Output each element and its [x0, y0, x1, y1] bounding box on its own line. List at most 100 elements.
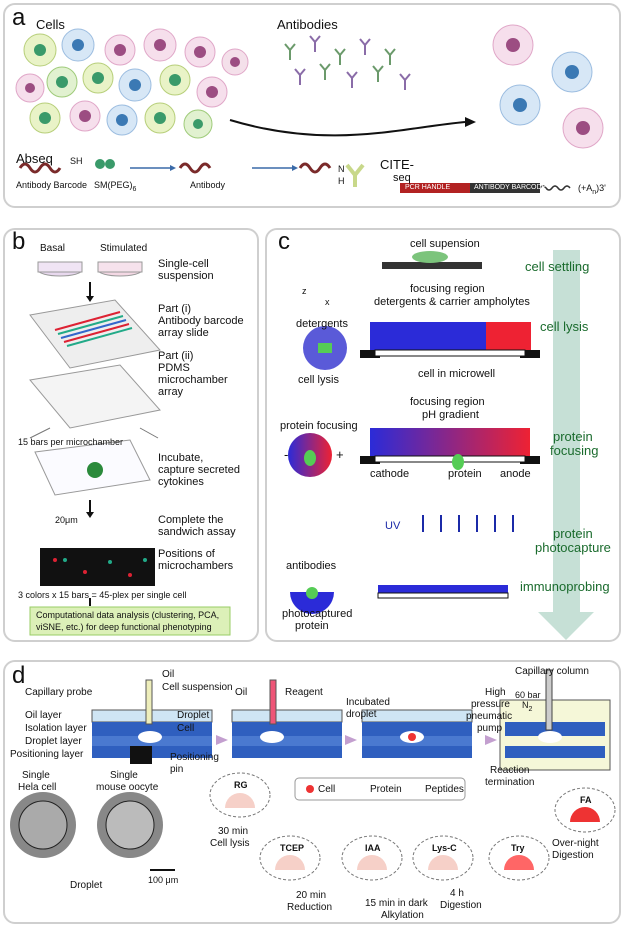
cell-in-microwell: cell in microwell — [418, 368, 496, 380]
incubated-2: droplet — [346, 709, 377, 720]
positions-1: Positions of — [158, 548, 215, 560]
cell-label-1: Cell — [177, 723, 195, 734]
photocaptured-1: photocaptured — [282, 608, 353, 620]
analysis-1: Computational data analysis (clustering,… — [36, 610, 220, 620]
part1-b: Antibody barcode — [158, 315, 244, 327]
reagent-try: Try — [511, 843, 525, 853]
lysis-time: 30 min — [218, 826, 249, 837]
single-2: Single — [110, 770, 138, 781]
reagent-lysc: Lys-C — [432, 843, 457, 853]
uv-label: UV — [385, 520, 401, 532]
basal-label: Basal — [40, 243, 66, 254]
legend-cell: Cell — [318, 784, 336, 795]
cell-cluster — [15, 28, 249, 139]
stimulated-label: Stimulated — [100, 243, 148, 254]
sandwich-1: Complete the — [158, 514, 224, 526]
polya-tail: (+An)3' — [578, 183, 606, 196]
stage-photocapture-2: photocapture — [535, 540, 611, 555]
single-1: Single — [22, 770, 50, 781]
barcode-caption: Antibody Barcode — [16, 180, 88, 190]
protein-focusing-small: protein focusing — [280, 420, 358, 432]
detergents-ampholytes: detergents & carrier ampholytes — [374, 296, 530, 308]
reaction-2: termination — [485, 777, 535, 788]
high-2: pressure — [471, 699, 510, 710]
abseq-title: Abseq — [16, 151, 53, 166]
positioning-pin-2: pin — [170, 764, 184, 775]
part2-c: microchamber — [158, 374, 228, 386]
minus-sign: - — [284, 447, 289, 462]
high-4: pump — [477, 723, 503, 734]
antibody-barcode-seq: ANTIBODY BARCODE — [474, 184, 547, 191]
capillary-column: Capillary column — [515, 666, 589, 677]
positioning-pin-1: Positioning — [170, 752, 219, 763]
incubate-2: capture secreted — [158, 464, 240, 476]
bars-note: 15 bars per microchamber — [18, 437, 124, 447]
sandwich-2: sandwich assay — [158, 526, 236, 538]
focusing-chip — [360, 428, 540, 470]
barcode-stripes — [54, 311, 133, 347]
alkylation-time: 15 min in dark — [365, 898, 428, 909]
antibodies-label: antibodies — [286, 560, 337, 572]
plus-sign: + — [336, 447, 344, 462]
digestion-label: Digestion — [440, 900, 482, 911]
uv-arrows — [422, 515, 514, 532]
droplet-domes — [225, 793, 600, 870]
focusing-region-2: focusing region — [410, 396, 485, 408]
chip-1 — [91, 679, 213, 764]
overnight-time: Over-night — [552, 838, 599, 849]
axis-x: x — [325, 297, 330, 307]
anode-label: anode — [500, 468, 531, 480]
cell-lysis-chip — [360, 322, 540, 358]
stage-photocapture-1: protein — [553, 526, 593, 541]
part2-a: Part (ii) — [158, 350, 194, 362]
cell-lysis-small: cell lysis — [298, 374, 339, 386]
part2-b: PDMS — [158, 362, 190, 374]
panel-b-label: b — [12, 228, 26, 255]
reagent-iaa: IAA — [365, 843, 381, 853]
flow-arrow — [229, 119, 466, 137]
reagent-fa: FA — [580, 795, 592, 805]
array-dots — [53, 558, 147, 577]
cathode-label: cathode — [370, 468, 410, 480]
detergents-small: detergents — [296, 318, 348, 330]
part2-d: array — [158, 386, 184, 398]
protein-label: protein — [448, 468, 482, 480]
droplet-label-2: Droplet — [70, 880, 103, 891]
stage-protein-focusing-2: focusing — [550, 443, 599, 458]
reagent-tcep: TCEP — [280, 843, 305, 853]
hela-cell: Hela cell — [18, 782, 57, 793]
part1-c: array slide — [158, 327, 209, 339]
droplet-label-1: Droplet — [177, 710, 210, 721]
positioning-layer: Positioning layer — [10, 749, 84, 760]
oil-layer: Oil layer — [25, 710, 62, 721]
barcode-helix — [18, 162, 62, 174]
nh-label: N — [338, 164, 345, 174]
step-suspension: suspension — [158, 270, 214, 282]
antibody-caption: Antibody — [190, 180, 226, 190]
smpeg-caption: SM(PEG)6 — [94, 180, 137, 193]
panel-a-label: a — [12, 4, 26, 31]
chip-4 — [499, 669, 611, 771]
labeled-cells — [492, 24, 604, 149]
mouse-oocyte: mouse oocyte — [96, 782, 159, 793]
legend-protein: Protein — [370, 784, 402, 795]
panel-d-label: d — [12, 662, 26, 689]
legend-peptides: Peptides — [425, 784, 464, 795]
incubated-1: Incubated — [346, 697, 390, 708]
antibody-cluster — [284, 35, 411, 90]
oil-label-2: Oil — [235, 687, 248, 698]
n2-label: N2 — [522, 700, 533, 713]
droplet-layer: Droplet layer — [25, 736, 82, 747]
reagent-label: Reagent — [285, 687, 323, 698]
part1-a: Part (i) — [158, 303, 191, 315]
scale-100um: 100 μm — [148, 875, 179, 885]
pcr-handle: PCR HANDLE — [405, 184, 451, 191]
stage-immunoprobing: immunoprobing — [520, 579, 610, 594]
h-label: H — [338, 176, 345, 186]
ph-gradient: pH gradient — [422, 409, 479, 421]
digestion-time: 4 h — [450, 888, 464, 899]
plex-note: 3 colors x 15 bars = 45-plex per single … — [18, 590, 187, 600]
high-3: pneumatic — [466, 711, 513, 722]
